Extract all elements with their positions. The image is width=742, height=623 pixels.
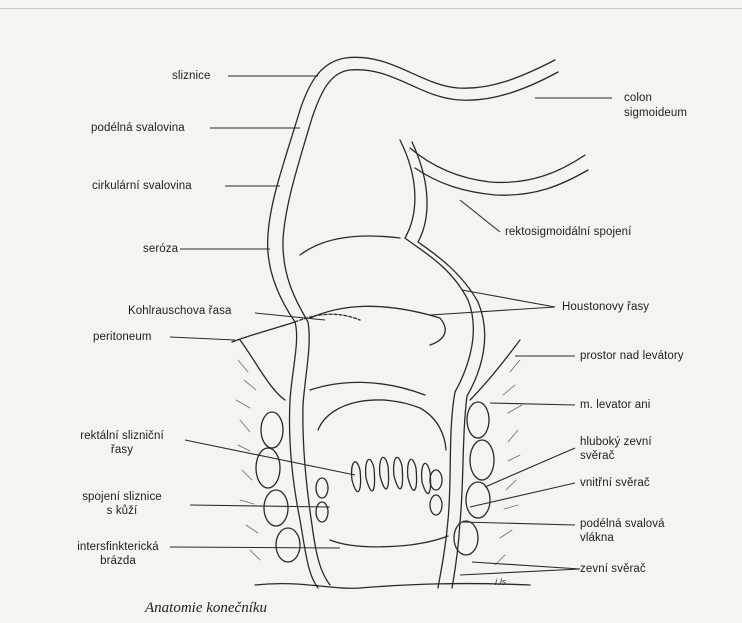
sigmoid-branch-upper xyxy=(410,148,585,182)
label-sigmoideum: sigmoideum xyxy=(624,106,687,120)
sigmoid-branch-lower xyxy=(415,168,588,195)
label-kohlrauschova-rasa: Kohlrauschova řasa xyxy=(128,304,231,318)
sigmoid-tube-inner xyxy=(283,70,558,240)
label-levator-ani: m. levator ani xyxy=(580,398,650,412)
ampulla-dome xyxy=(318,400,446,450)
sphincter-left xyxy=(256,412,328,562)
peritoneum-line xyxy=(232,322,295,342)
label-podelna-svalova-vlakna-2: vlákna xyxy=(580,531,614,545)
label-sliznice: sliznice xyxy=(172,69,211,83)
label-cirkularni-svalovina: cirkulární svalovina xyxy=(92,179,192,193)
houston-fold-lower xyxy=(310,382,425,395)
label-vnitrni-sverac: vnitřní svěrač xyxy=(580,476,650,490)
label-rektalni-slizn-2: řasy xyxy=(60,443,184,457)
label-peritoneum: peritoneum xyxy=(93,330,152,344)
skin-line xyxy=(255,584,530,589)
label-colon: colon xyxy=(624,91,652,105)
houston-fold-middle xyxy=(310,306,445,345)
levator-right xyxy=(470,340,520,400)
label-seroza: seróza xyxy=(143,242,178,256)
label-spojeni-sliznice-2: s kůží xyxy=(60,504,184,518)
label-podelna-svalova-vlakna-1: podélná svalová xyxy=(580,517,665,531)
label-hluboky-zevni-1: hluboký zevní xyxy=(580,435,652,449)
label-intersfinktericka-1: intersfinkterická xyxy=(56,540,180,554)
houston-fold-upper xyxy=(300,236,400,255)
label-zevni-sverac: zevní svěrač xyxy=(580,562,646,576)
rectum-left-wall-outer xyxy=(268,235,318,588)
label-rektosigmoidalni-spojeni: rektosigmoidální spojení xyxy=(505,225,631,239)
label-spojeni-sliznice-1: spojení sliznice xyxy=(60,490,184,504)
figure-caption: Anatomie konečníku xyxy=(145,600,267,617)
anal-canal xyxy=(330,536,448,547)
label-houstonovy-rasy: Houstonovy řasy xyxy=(562,300,649,314)
rectal-columns xyxy=(352,457,431,493)
leader-lines xyxy=(170,76,612,575)
label-hluboky-zevni-2: svěrač xyxy=(580,449,614,463)
rectum-right-wall-outer xyxy=(400,140,473,588)
label-podelna-svalovina: podélná svalovina xyxy=(91,121,185,135)
label-prostor-nad-levatory: prostor nad levátory xyxy=(580,349,684,363)
artist-signature: i.ls. xyxy=(495,575,509,589)
label-intersfinktericka-2: brázda xyxy=(56,554,180,568)
label-rektalni-slizn-1: rektální slizniční xyxy=(60,429,184,443)
sigmoid-tube-outer xyxy=(268,57,555,235)
